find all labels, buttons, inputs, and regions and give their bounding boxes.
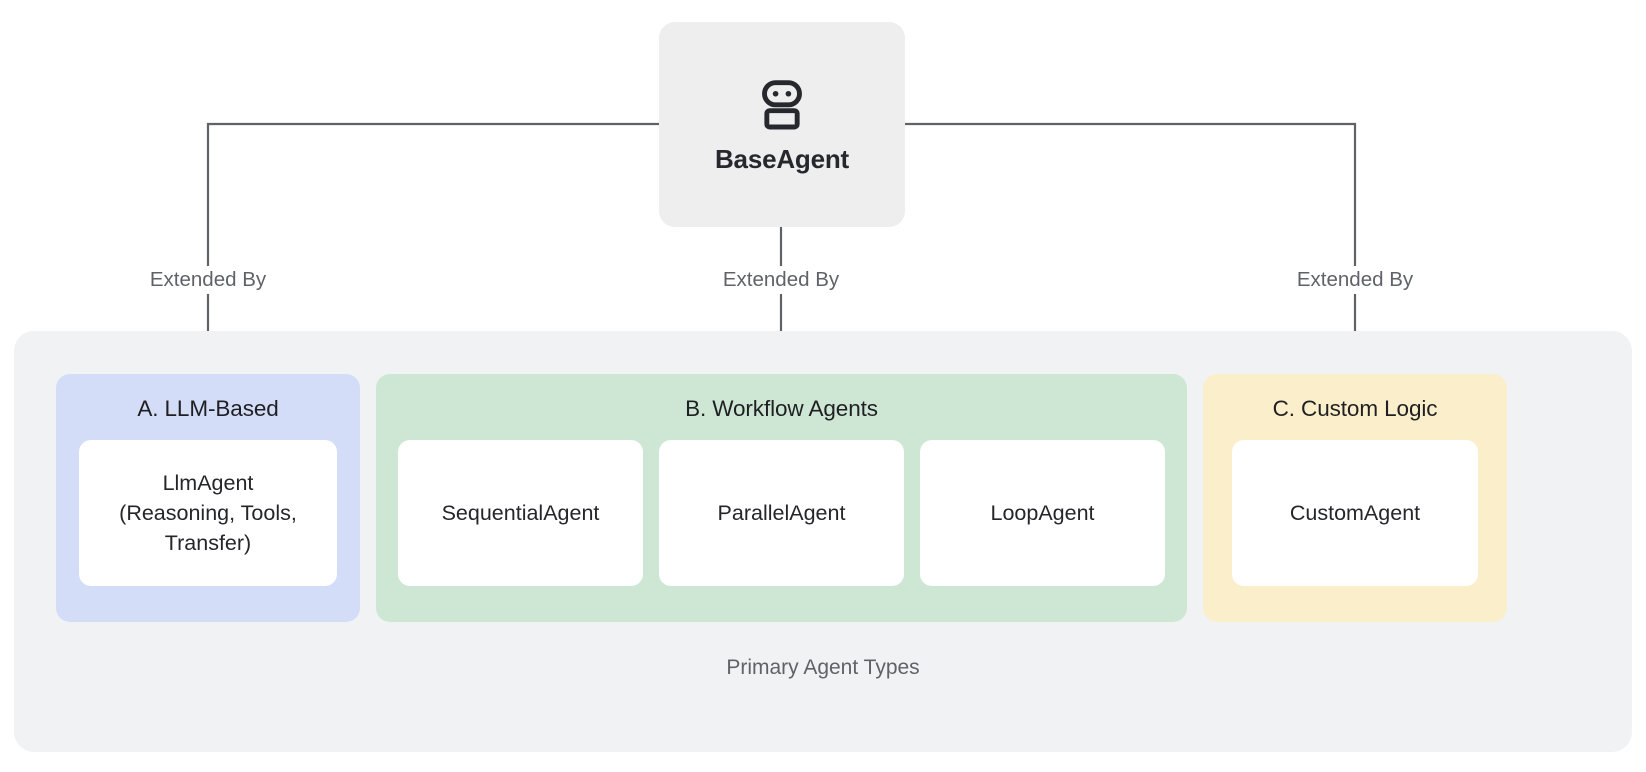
category-workflow-agents-items: SequentialAgent ParallelAgent LoopAgent xyxy=(376,424,1187,608)
category-workflow-agents[interactable]: B. Workflow Agents SequentialAgent Paral… xyxy=(376,374,1187,622)
robot-icon xyxy=(762,79,802,129)
category-llm-based[interactable]: A. LLM-Based LlmAgent(Reasoning, Tools,T… xyxy=(56,374,360,622)
category-workflow-agents-title: B. Workflow Agents xyxy=(685,396,878,421)
category-llm-based-items: LlmAgent(Reasoning, Tools,Transfer) xyxy=(56,424,360,608)
node-custom-agent[interactable]: CustomAgent xyxy=(1232,440,1478,586)
group-caption: Primary Agent Types xyxy=(726,656,920,679)
edge-label-extended-by-workflow: Extended By xyxy=(716,266,846,294)
node-base-agent-label: BaseAgent xyxy=(714,143,849,174)
node-loop-agent[interactable]: LoopAgent xyxy=(920,440,1165,586)
category-llm-based-title: A. LLM-Based xyxy=(137,396,279,421)
category-custom-logic-title: C. Custom Logic xyxy=(1272,396,1438,421)
category-custom-logic-items: CustomAgent xyxy=(1203,424,1507,608)
category-custom-logic[interactable]: C. Custom Logic CustomAgent xyxy=(1203,374,1507,622)
edge-label-extended-by-custom: Extended By xyxy=(1290,266,1420,294)
node-parallel-agent[interactable]: ParallelAgent xyxy=(659,440,904,586)
edge-label-extended-by-llm: Extended By xyxy=(143,266,273,294)
node-sequential-agent[interactable]: SequentialAgent xyxy=(398,440,643,586)
node-base-agent[interactable]: BaseAgent xyxy=(659,22,905,227)
node-llm-agent[interactable]: LlmAgent(Reasoning, Tools,Transfer) xyxy=(79,440,337,586)
